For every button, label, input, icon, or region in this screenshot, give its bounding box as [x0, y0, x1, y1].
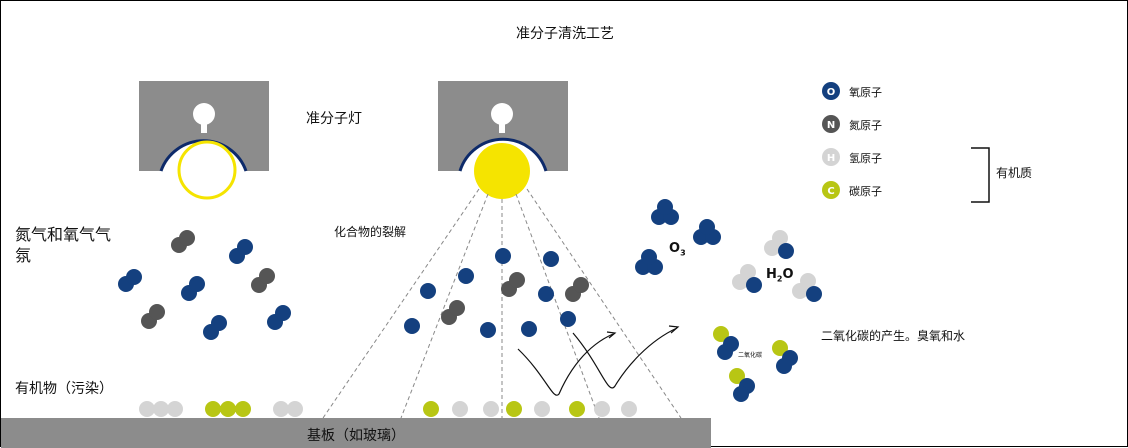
nitrogen-molecule [149, 304, 165, 320]
excimer-lamp-on [438, 81, 568, 199]
oxygen-atom [717, 344, 733, 360]
ozone-atom [641, 249, 657, 265]
ozone-subscript: 3 [680, 248, 686, 258]
organic-bracket [971, 147, 990, 203]
organic-contaminant-label: 有机物（污染） [15, 381, 113, 397]
oxygen-molecule [211, 315, 227, 331]
legend-swatch-氢原子 [822, 148, 840, 166]
legend-label-hydrogen: 氢原子 [849, 152, 882, 165]
oxygen-atom [404, 318, 420, 334]
product-label: 二氧化碳的产生。臭氧和水 [821, 329, 966, 343]
hydrogen-atom [167, 401, 183, 417]
oxygen-atom [776, 358, 792, 374]
legend-swatch-碳原子 [822, 181, 840, 199]
nitrogen-molecule [509, 272, 525, 288]
co2-small-label: 二氧化碳 [738, 352, 763, 359]
ozone-atom [699, 219, 715, 235]
legend-letter: C [827, 186, 834, 197]
oxygen-atom [538, 286, 554, 302]
oxygen-molecule [275, 305, 291, 321]
oxygen-atom [543, 251, 559, 267]
nitrogen-molecule [573, 277, 589, 293]
carbon-atom [235, 401, 251, 417]
oxygen-atom [521, 321, 537, 337]
water-subscript: 2 [776, 274, 783, 284]
substrate-label: 基板（如玻璃） [307, 428, 405, 444]
atoms-layer [118, 199, 822, 417]
nitrogen-molecule [259, 268, 275, 284]
legend-swatch-氧原子 [822, 82, 840, 100]
oxygen-molecule [126, 269, 142, 285]
legend-letter: N [827, 120, 835, 131]
carbon-atom [205, 401, 221, 417]
hydrogen-atom [273, 401, 289, 417]
hydrogen-atom [452, 401, 468, 417]
nitrogen-molecule [179, 230, 195, 246]
carbon-atom [713, 326, 729, 342]
hydrogen-atom [534, 401, 550, 417]
legend-circles: O N H C [822, 82, 840, 199]
oxygen-atom [420, 283, 436, 299]
water-o: O [782, 267, 794, 282]
oxygen-atom [480, 322, 496, 338]
hydrogen-atom [287, 401, 303, 417]
legend-label-carbon: 碳原子 [849, 185, 882, 198]
legend-label-oxygen: 氧原子 [849, 86, 882, 99]
legend-swatch-氮原子 [822, 115, 840, 133]
hydrogen-atom [594, 401, 610, 417]
oxygen-molecule [237, 239, 253, 255]
hydrogen-atom [740, 264, 756, 280]
uv-light-rays [322, 188, 682, 419]
organic-matter-label: 有机质 [996, 166, 1033, 180]
hydrogen-atom [800, 273, 816, 289]
oxygen-molecule [189, 276, 205, 292]
reaction-arrows [517, 325, 680, 396]
oxygen-atom [806, 286, 822, 302]
carbon-atom [729, 368, 745, 384]
substrate [1, 418, 711, 448]
hydrogen-atom [139, 401, 155, 417]
water-formula: H2O [766, 267, 794, 284]
carbon-atom [423, 401, 439, 417]
legend-label-nitrogen: 氮原子 [849, 119, 882, 132]
hydrogen-atom [772, 230, 788, 246]
ozone-atom [657, 199, 673, 215]
oxygen-atom [746, 277, 762, 293]
hydrogen-atom [153, 401, 169, 417]
oxygen-atom [778, 243, 794, 259]
oxygen-atom [458, 268, 474, 284]
ozone-formula: O3 [669, 241, 686, 258]
nitrogen-molecule [449, 300, 465, 316]
ozone-o: O [669, 241, 681, 256]
excimer-lamp-off [139, 81, 269, 200]
legend-letter: H [827, 153, 835, 164]
oxygen-atom [560, 311, 576, 327]
decomposition-label: 化合物的裂解 [334, 225, 407, 239]
carbon-atom [569, 401, 585, 417]
carbon-atom [772, 340, 788, 356]
lamp-label: 准分子灯 [306, 111, 362, 127]
diagram-title: 准分子清洗工艺 [516, 26, 614, 42]
legend-letter: O [827, 87, 836, 98]
hydrogen-atom [621, 401, 637, 417]
hydrogen-atom [483, 401, 499, 417]
oxygen-atom [495, 248, 511, 264]
carbon-atom [506, 401, 522, 417]
water-h: H [766, 267, 777, 282]
carbon-atom [220, 401, 236, 417]
gas-atmosphere-label: 氮气和氧气气氛 [15, 225, 112, 265]
oxygen-atom [733, 386, 749, 402]
